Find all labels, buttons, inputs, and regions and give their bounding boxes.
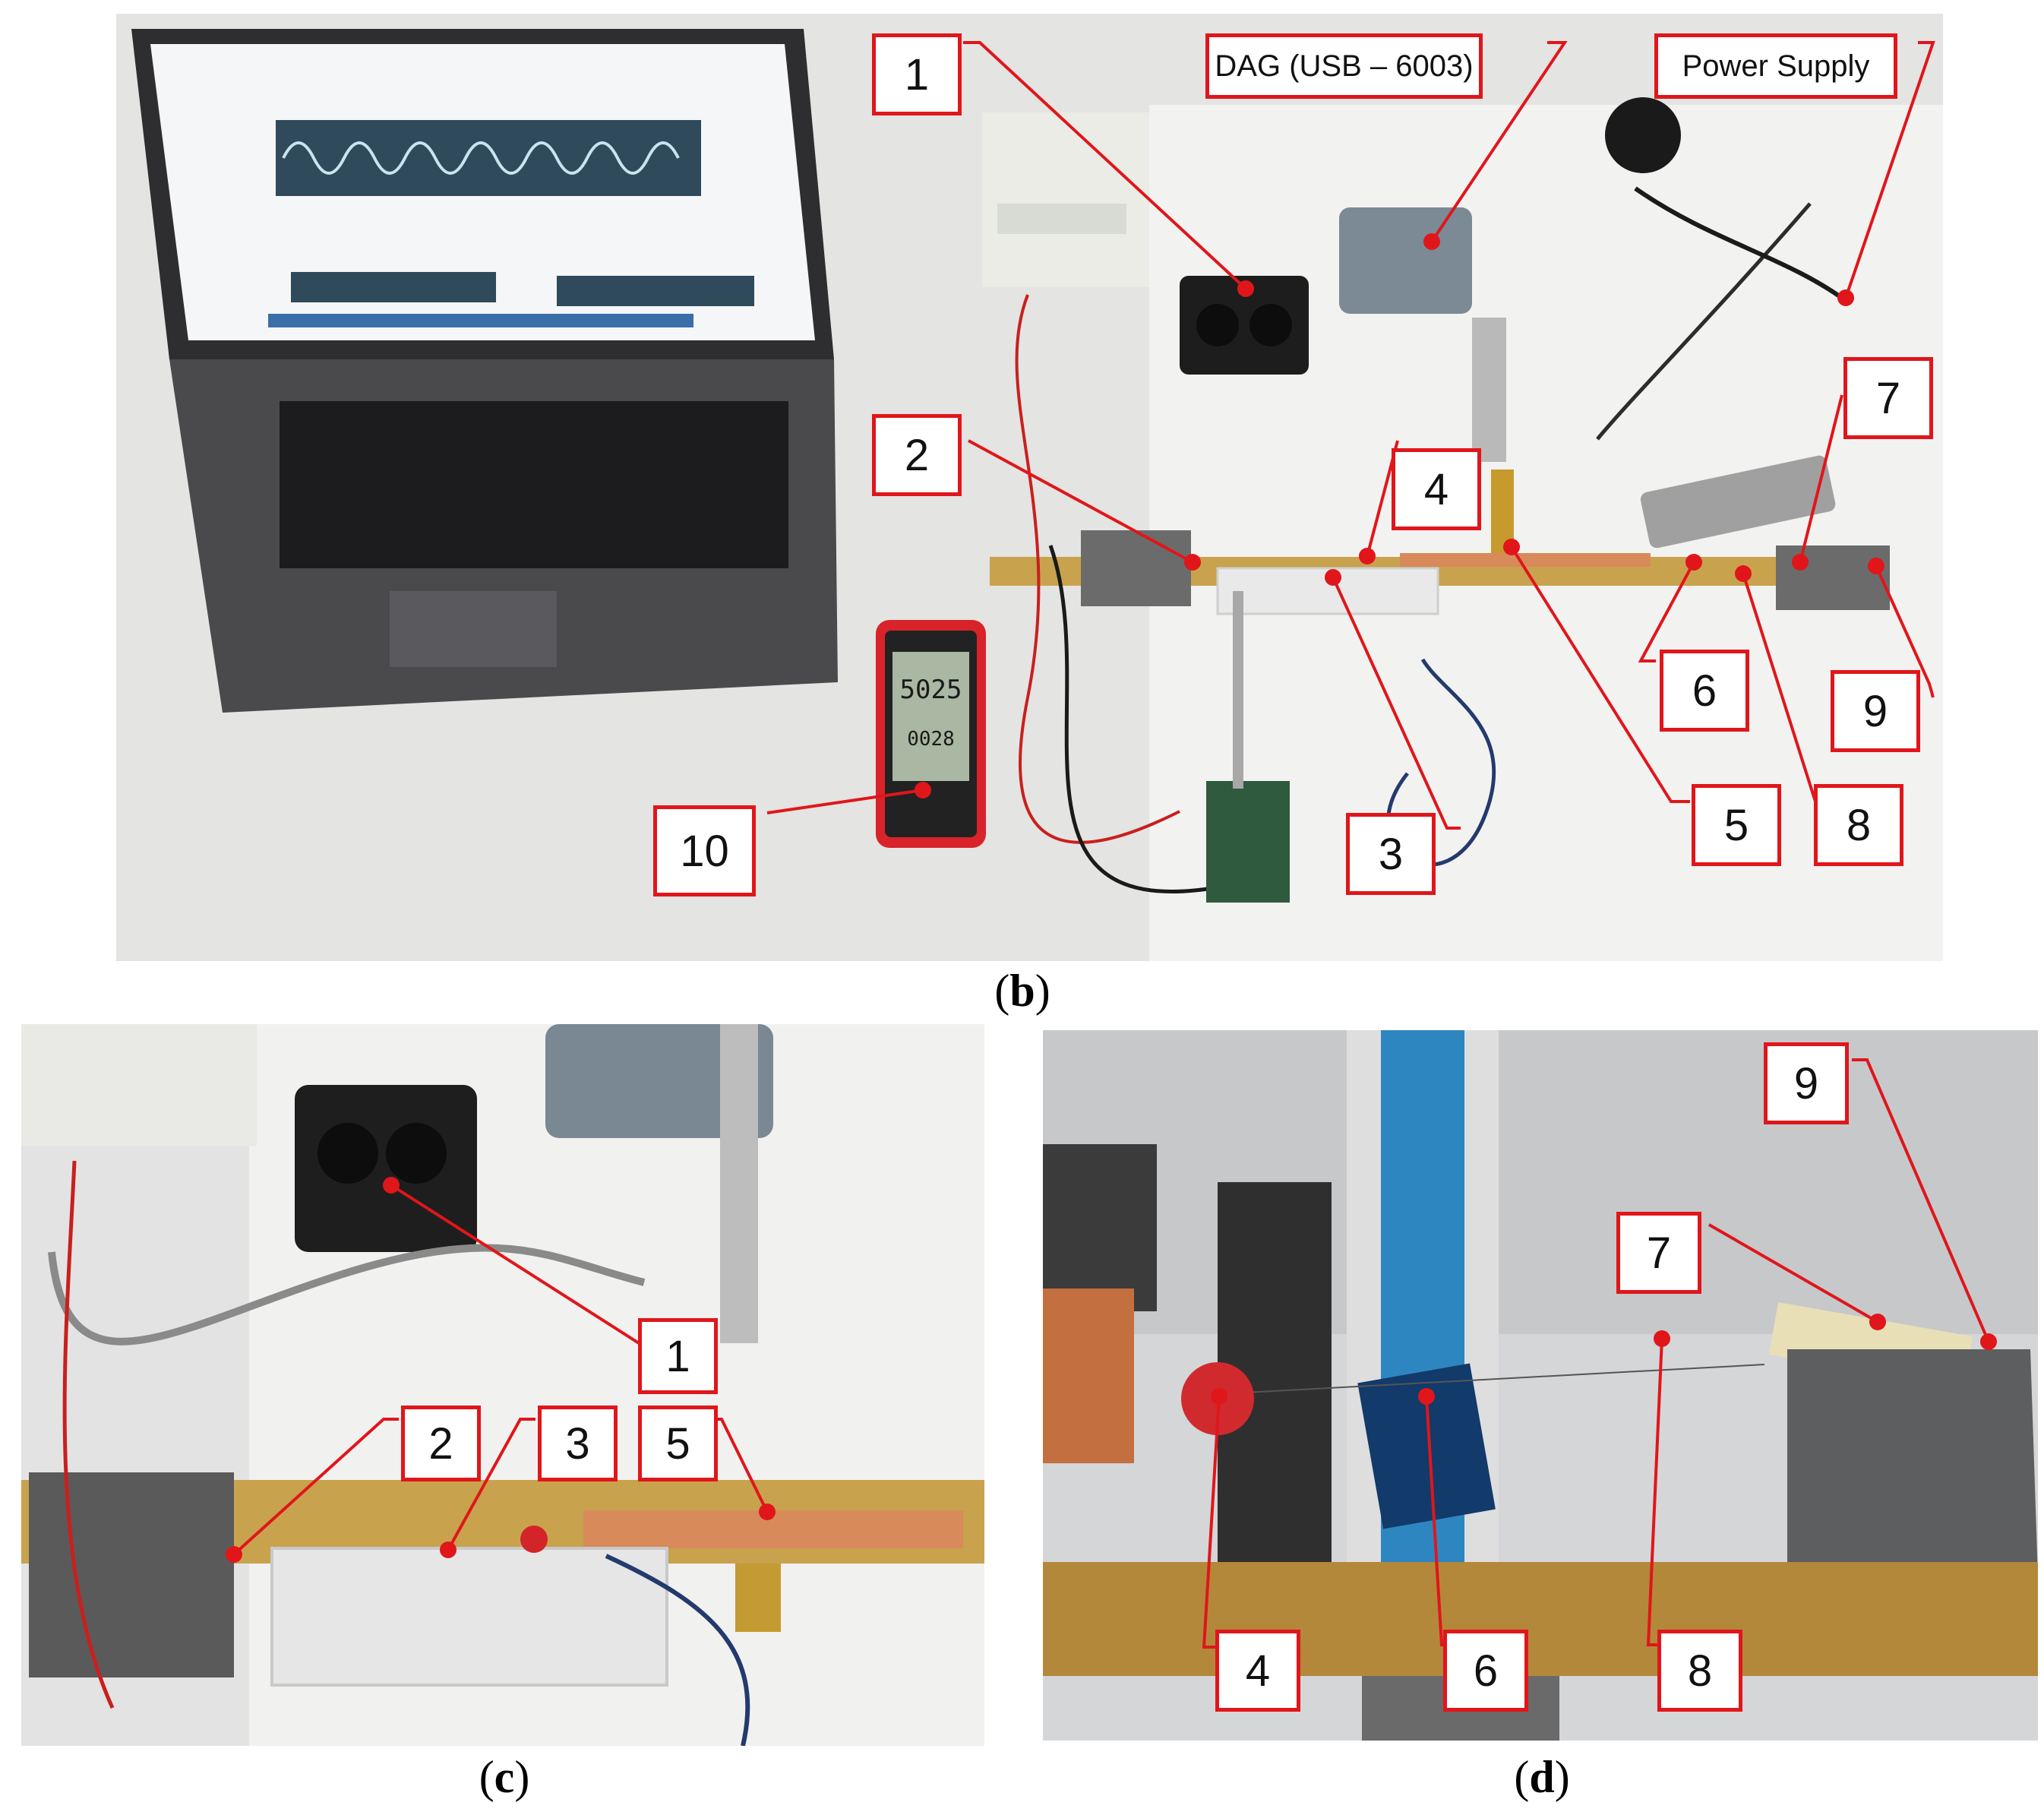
label-b-8: 8 bbox=[1814, 784, 1903, 866]
panel-b-photo: 5025 0028 bbox=[116, 14, 1943, 961]
label-c-1: 1 bbox=[638, 1318, 718, 1394]
panel-d-scene bbox=[1043, 1030, 2038, 1741]
label-d-7: 7 bbox=[1616, 1212, 1701, 1294]
label-d-9: 9 bbox=[1764, 1042, 1849, 1124]
multimeter-main-reading: 5025 bbox=[899, 675, 962, 705]
panel-c-photo bbox=[21, 1024, 984, 1746]
label-d-6: 6 bbox=[1443, 1630, 1528, 1712]
label-b-9: 9 bbox=[1831, 670, 1920, 752]
label-b-1: 1 bbox=[872, 33, 962, 115]
label-d-4: 4 bbox=[1215, 1630, 1300, 1712]
label-b-4: 4 bbox=[1392, 448, 1481, 530]
label-c-5: 5 bbox=[638, 1406, 718, 1481]
panel-b-scene bbox=[116, 14, 1943, 961]
caption-c: (c) bbox=[479, 1752, 530, 1802]
label-b-5: 5 bbox=[1692, 784, 1781, 866]
label-b-power-supply: Power Supply bbox=[1654, 33, 1897, 99]
label-d-8: 8 bbox=[1657, 1630, 1742, 1712]
panel-c-scene bbox=[21, 1024, 984, 1746]
label-b-3: 3 bbox=[1346, 813, 1436, 895]
panel-d-photo bbox=[1043, 1030, 2038, 1741]
temperature-controller bbox=[982, 112, 1149, 287]
control-box bbox=[1180, 276, 1309, 375]
caption-b: (b) bbox=[994, 966, 1050, 1016]
label-c-3: 3 bbox=[538, 1406, 618, 1481]
daq-device bbox=[1339, 207, 1472, 314]
label-b-daq: DAG (USB – 6003) bbox=[1205, 33, 1483, 99]
label-b-2: 2 bbox=[872, 414, 962, 496]
label-b-10: 10 bbox=[653, 805, 756, 896]
label-b-6: 6 bbox=[1660, 650, 1749, 732]
label-c-2: 2 bbox=[401, 1406, 481, 1481]
laptop bbox=[131, 29, 838, 713]
caption-d: (d) bbox=[1514, 1752, 1570, 1802]
multimeter-sub-reading: 0028 bbox=[907, 728, 955, 751]
label-b-7: 7 bbox=[1843, 357, 1933, 439]
